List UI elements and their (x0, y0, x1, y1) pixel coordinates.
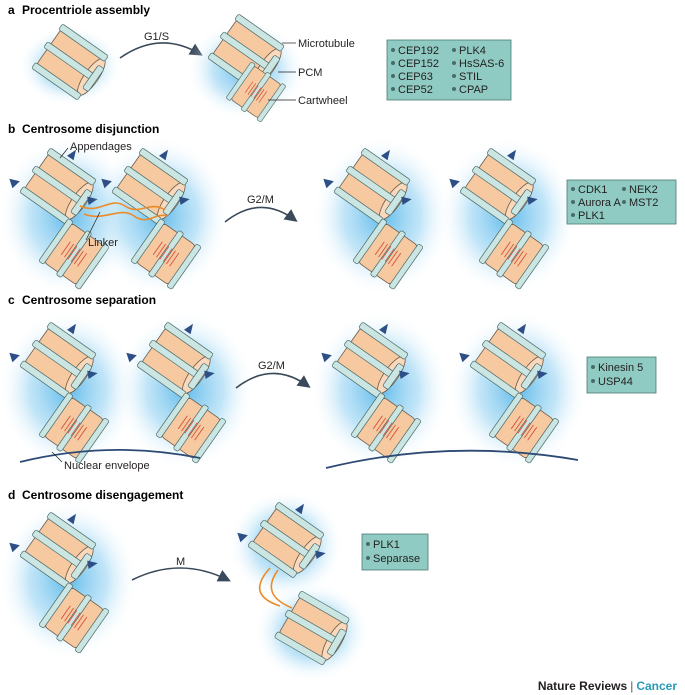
panel-c: c Centrosome separation Nuclear envelope… (0, 293, 657, 472)
panel-a: a Procentriole assembly G1/S Microtubule… (8, 3, 512, 124)
centrosome-c2 (115, 302, 255, 470)
factor-cep63: CEP63 (398, 71, 433, 83)
transition-arrow-c (235, 372, 311, 389)
duplicating-centriole-a (186, 12, 306, 124)
centrosome-b3 (312, 128, 452, 296)
panel-letter-c: c (8, 293, 15, 307)
factor-box-b: CDK1 Aurora A PLK1 NEK2 MST2 (566, 179, 677, 225)
label-linker: Linker (88, 237, 118, 249)
panel-letter-d: d (8, 488, 15, 502)
publisher-name: Nature Reviews (537, 679, 628, 693)
factor-hssas6: HsSAS-6 (459, 58, 504, 70)
transition-arrow-d (131, 567, 231, 582)
panel-title-c: Centrosome separation (22, 293, 156, 307)
arrow-label-b: G2/M (247, 194, 274, 206)
factor-mst2: MST2 (629, 197, 658, 209)
factor-plk4: PLK4 (459, 45, 486, 57)
factor-aurora-a: Aurora A (578, 197, 621, 209)
label-cartwheel: Cartwheel (298, 95, 348, 107)
panel-letter-b: b (8, 122, 15, 136)
factor-plk1-b: PLK1 (578, 210, 605, 222)
arrow-label-a: G1/S (144, 31, 169, 43)
factor-box-a: CEP192 CEP152 CEP63 CEP52 PLK4 HsSAS-6 S… (386, 39, 512, 101)
linker-fiber-d (258, 567, 281, 607)
journal-name: Cancer (636, 679, 677, 693)
panel-title-a: Procentriole assembly (22, 3, 150, 17)
nuclear-envelope-c1 (19, 449, 201, 463)
panel-b: b Centrosome disjunction Appendages Link… (0, 122, 677, 296)
label-pcm: PCM (298, 67, 322, 79)
factor-stil: STIL (459, 71, 482, 83)
factor-separase: Separase (373, 553, 420, 565)
label-appendages: Appendages (70, 141, 132, 153)
centrosome-c4 (448, 302, 588, 470)
centrosome-c3 (310, 302, 450, 470)
factor-box-d: PLK1 Separase (361, 533, 429, 571)
mother-centriole-a (18, 22, 122, 106)
panel-d: d Centrosome disengagement M PLK1 Separa… (0, 481, 429, 682)
factor-nek2: NEK2 (629, 184, 658, 196)
factor-usp44: USP44 (598, 376, 633, 388)
centrosome-b4 (438, 128, 578, 296)
factor-cdk1: CDK1 (578, 184, 607, 196)
panel-title-d: Centrosome disengagement (22, 488, 183, 502)
panel-letter-a: a (8, 3, 15, 17)
transition-arrow-a (119, 42, 203, 59)
centrosome-d1 (0, 492, 138, 660)
factor-cpap: CPAP (459, 84, 488, 96)
journal-credit: Nature Reviews|Cancer (538, 679, 677, 693)
disengaged-centrioles-d (228, 481, 370, 682)
factor-cep192: CEP192 (398, 45, 439, 57)
label-microtubule: Microtubule (298, 38, 355, 50)
transition-arrow-b (224, 206, 298, 223)
factor-box-c: Kinesin 5 USP44 (586, 356, 657, 394)
factor-plk1-d: PLK1 (373, 539, 400, 551)
linker-fiber-b (79, 202, 166, 211)
factor-cep52: CEP52 (398, 84, 433, 96)
arrow-label-c: G2/M (258, 360, 285, 372)
label-nuclear-envelope: Nuclear envelope (64, 460, 150, 472)
credit-separator: | (630, 679, 634, 693)
nuclear-envelope-c2 (325, 449, 579, 469)
panel-title-b: Centrosome disjunction (22, 122, 159, 136)
factor-cep152: CEP152 (398, 58, 439, 70)
arrow-label-d: M (176, 556, 185, 568)
factor-kinesin-5: Kinesin 5 (598, 362, 643, 374)
